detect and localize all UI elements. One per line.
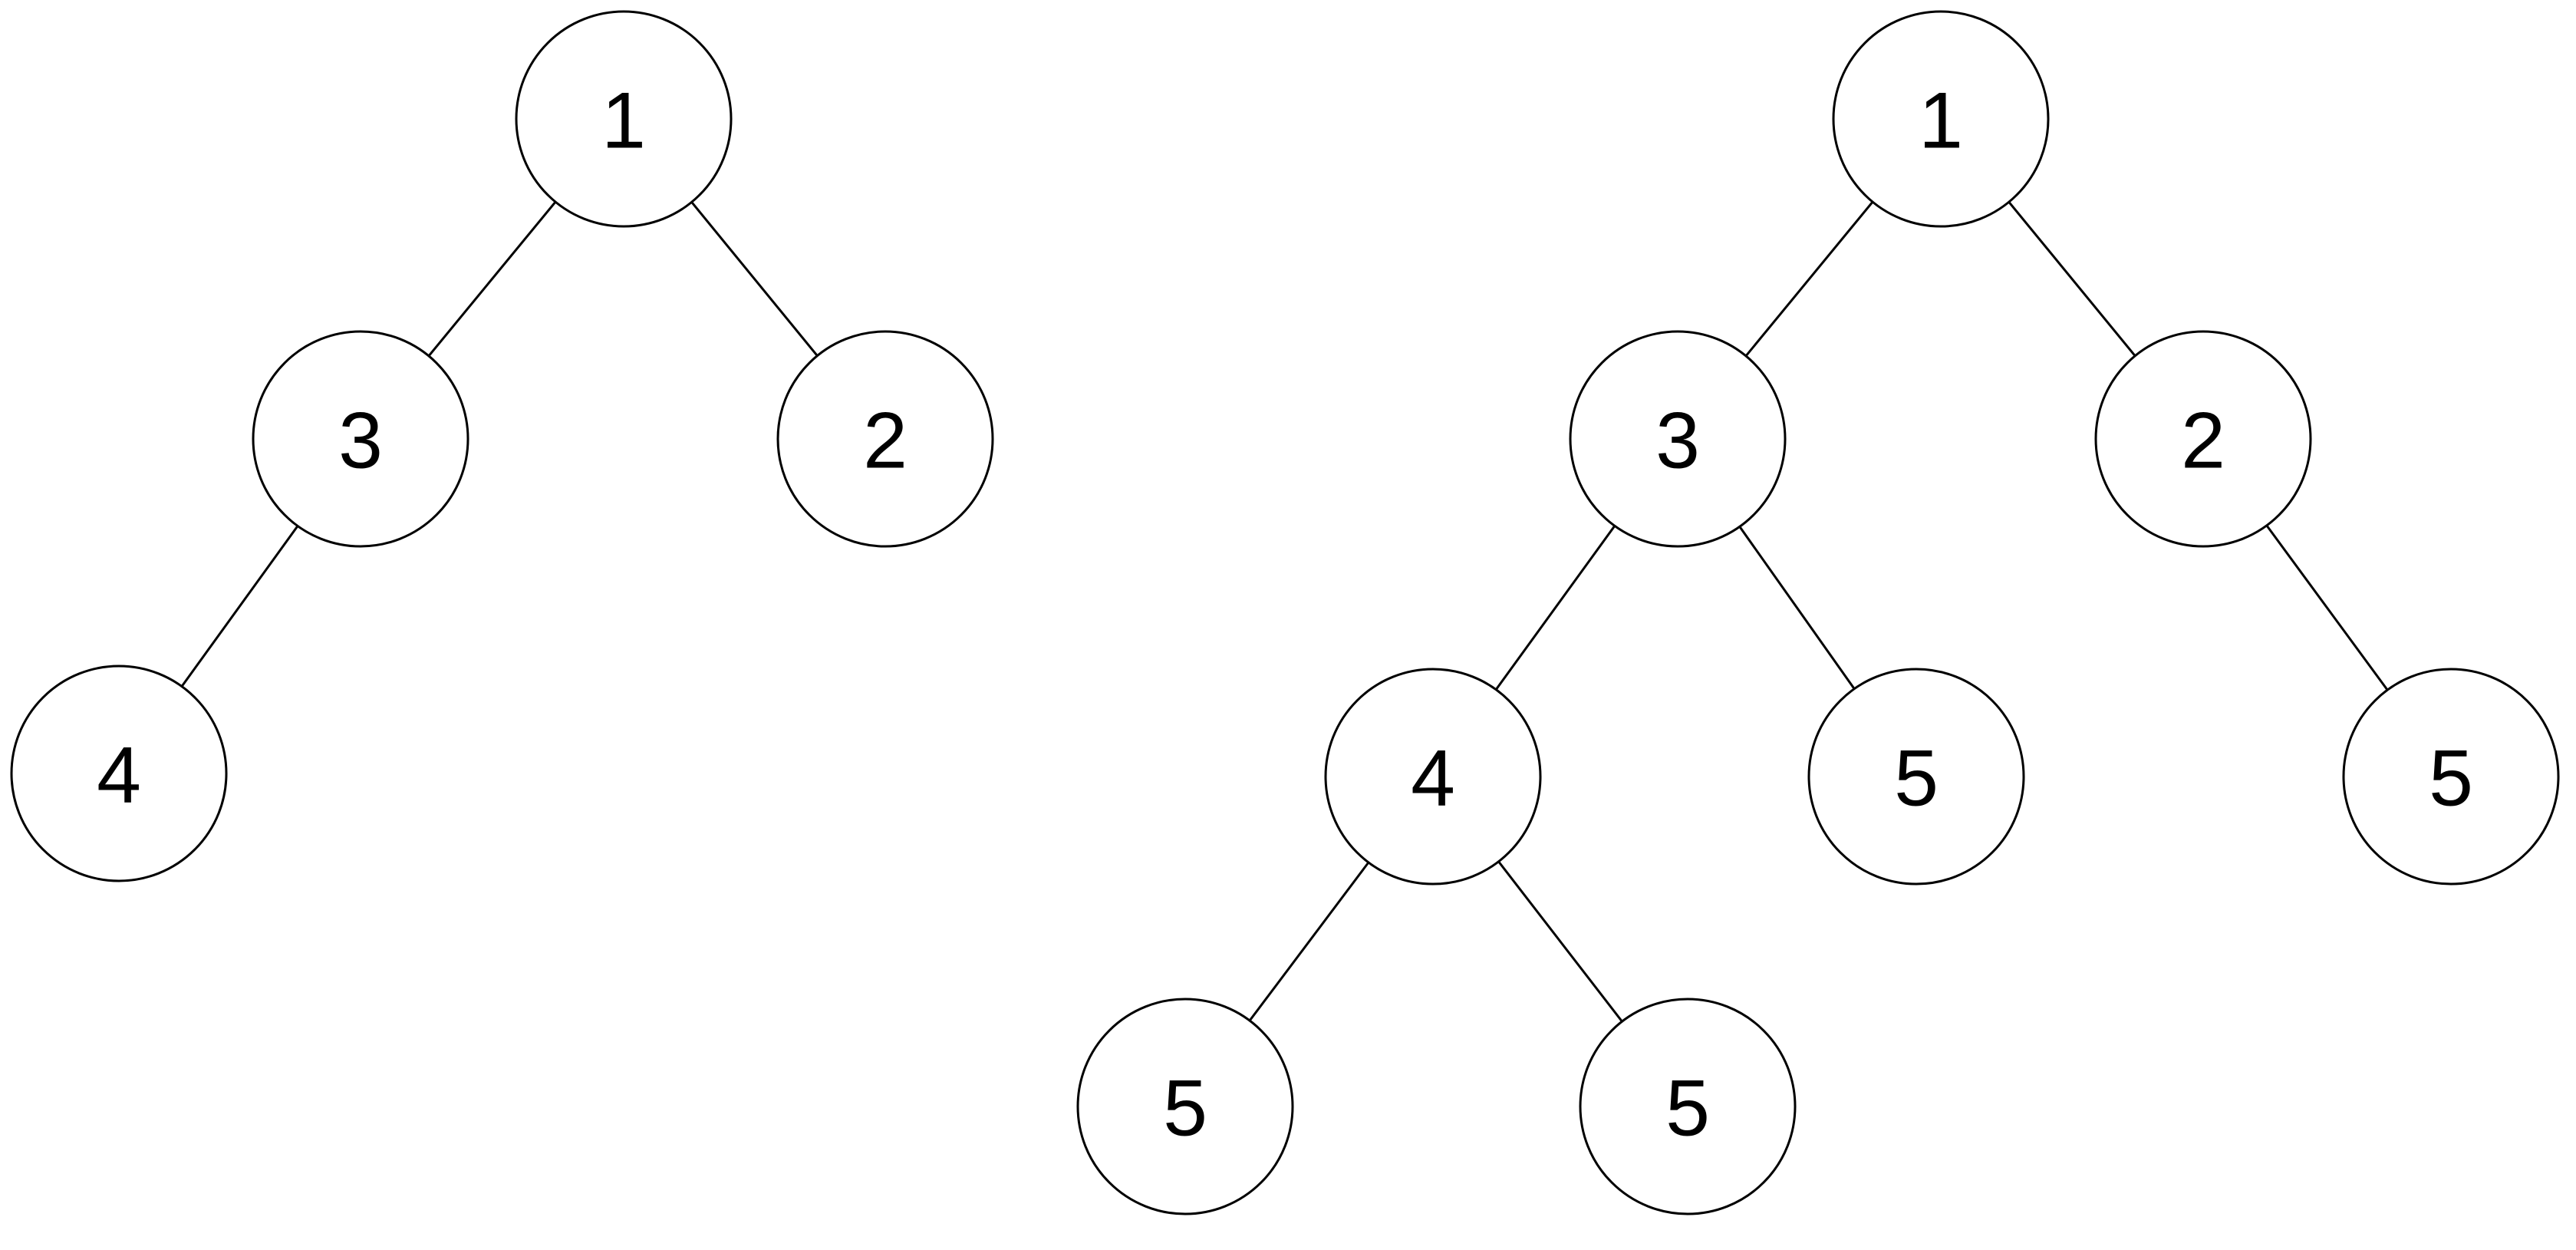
tree-node-value: 4 — [97, 731, 141, 820]
tree-node-value: 5 — [2429, 734, 2473, 823]
tree-node-value: 5 — [1163, 1064, 1207, 1153]
tree-node-value: 4 — [1411, 734, 1455, 823]
tree-node-value: 2 — [863, 396, 908, 485]
tree-node-circle — [776, 330, 994, 548]
tree-node-circle — [1832, 10, 2050, 228]
tree-node-circle — [2094, 330, 2312, 548]
tree-node-circle — [515, 10, 733, 228]
tree-node-circle — [1076, 998, 1294, 1215]
tree-node-circle — [1807, 668, 2025, 886]
tree-right: 1 3 2 4 5 5 5 5 — [1076, 10, 2560, 1215]
tree-node-circle — [1324, 668, 1542, 886]
tree-node-circle — [252, 330, 469, 548]
tree-node-value: 1 — [601, 76, 646, 165]
tree-node-value: 2 — [2181, 396, 2225, 485]
tree-node-value: 3 — [338, 396, 383, 485]
tree-node-value: 1 — [1919, 76, 1963, 165]
tree-node-value: 3 — [1655, 396, 1700, 485]
tree-node-value: 5 — [1894, 734, 1939, 823]
tree-node-value: 5 — [1665, 1064, 1710, 1153]
tree-node-circle — [1569, 330, 1787, 548]
tree-node-circle — [10, 665, 228, 882]
tree-left: 1 3 2 4 — [10, 10, 994, 882]
tree-node-circle — [2342, 668, 2560, 886]
tree-node-circle — [1579, 998, 1797, 1215]
